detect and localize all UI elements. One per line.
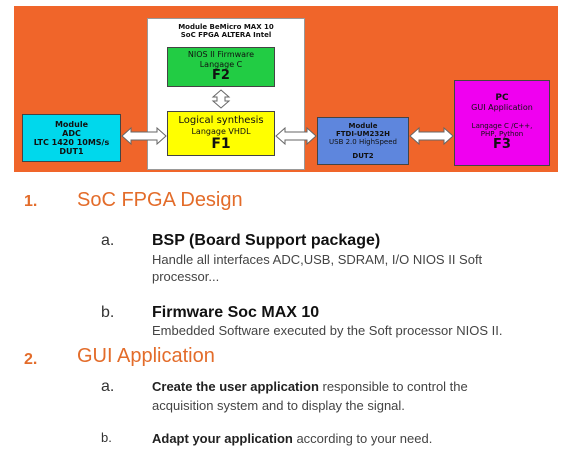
adc-line2: ADC: [62, 128, 81, 138]
section-2-number: 2.: [24, 351, 38, 368]
item-2b-text: Adapt your application according to your…: [152, 429, 552, 448]
pc-gui-box: PC GUI Application Langage C /C++, PHP, …: [454, 80, 550, 166]
module-box-line2: SoC FPGA ALTERA Intel: [180, 31, 272, 40]
f2-line2: Langage C: [199, 59, 243, 69]
item-2a-text: Create the user application responsible …: [152, 377, 552, 415]
adc-module-box: Module ADC LTC 1420 10MS/s DUT1: [22, 114, 121, 162]
adc-line1: Module: [54, 119, 89, 129]
item-1a-letter: a.: [101, 232, 115, 249]
item-1b-letter: b.: [101, 304, 115, 321]
ftdi-module-box: Module FTDI-UM232H USB 2.0 HighSpeed DUT…: [317, 117, 409, 165]
f1-line2: Langage VHDL: [191, 126, 251, 136]
f2-line1: NIOS II Firmware: [187, 50, 255, 60]
item-2b-rest: according to your need.: [292, 431, 433, 446]
item-2a-line2: acquisition system and to display the si…: [152, 398, 405, 413]
adc-line3: LTC 1420 10MS/s: [33, 138, 110, 147]
ftdi-pc-arrow: [409, 126, 454, 146]
ftdi-line1: Module: [348, 121, 378, 130]
module-box-line1: Module BeMicro MAX 10: [178, 23, 274, 31]
adc-f1-arrow: [121, 126, 167, 146]
f1-tag: F1: [211, 135, 231, 152]
pc-line1: PC: [495, 92, 509, 103]
item-1b-desc: Embedded Software executed by the Soft p…: [152, 323, 503, 338]
section-1-title: SoC FPGA Design: [77, 189, 243, 211]
pc-line4: PHP, Python: [480, 130, 524, 139]
item-1a-desc-line1: Handle all interfaces ADC,USB, SDRAM, I/…: [152, 252, 483, 267]
section-2-title: GUI Application: [77, 345, 215, 367]
f1-line1: Logical synthesis: [178, 115, 264, 127]
item-1b-title: Firmware Soc MAX 10: [152, 304, 320, 321]
item-2b-bold: Adapt your application: [152, 431, 293, 446]
pc-line2: GUI Application: [471, 103, 533, 113]
adc-tag: DUT1: [59, 147, 84, 157]
f1-ftdi-arrow: [275, 126, 317, 146]
ftdi-line3: USB 2.0 HighSpeed: [329, 138, 397, 146]
f2-f1-arrow: [211, 89, 231, 109]
item-2b-letter: b.: [101, 430, 112, 445]
pc-tag: F3: [493, 137, 511, 153]
item-2a-rest: responsible to control the: [318, 379, 468, 394]
item-2a-letter: a.: [101, 378, 115, 395]
logical-synthesis-box: Logical synthesis Langage VHDL F1: [167, 111, 275, 156]
f2-tag: F2: [212, 67, 230, 83]
ftdi-line2: FTDI-UM232H: [336, 129, 390, 138]
item-1a-title: BSP (Board Support package): [152, 232, 381, 249]
nios-firmware-box: NIOS II Firmware Langage C F2: [167, 47, 275, 87]
ftdi-tag: DUT2: [352, 152, 374, 161]
item-2a-bold: Create the user application: [152, 379, 319, 394]
pc-line3: Langage C /C++,: [471, 122, 533, 131]
diagram-arrows: [121, 89, 454, 146]
section-1-number: 1.: [24, 193, 38, 210]
item-1a-desc-line2: processor...: [152, 269, 220, 284]
